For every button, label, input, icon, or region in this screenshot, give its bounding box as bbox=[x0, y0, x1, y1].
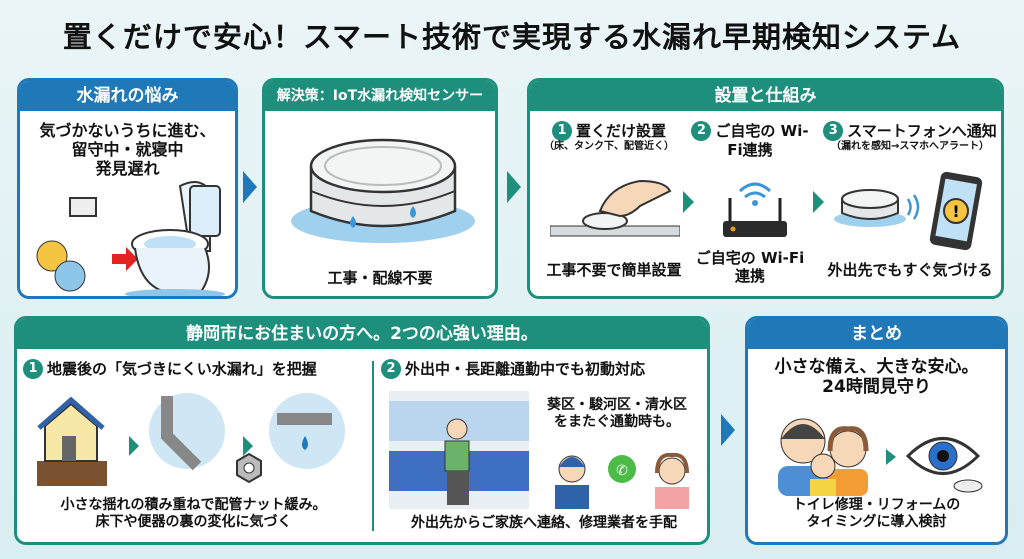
caption-line: トイレ修理・リフォームの bbox=[792, 497, 961, 513]
problem-panel: 水漏れの悩み 気づかないうちに進む、 留守中・就寝中 発見遅れ bbox=[17, 78, 238, 299]
step-title: スマートフォンへ通知 bbox=[847, 122, 997, 140]
toilet-leak-illustration bbox=[36, 181, 225, 296]
summary-panel: まとめ 小さな備え、大きな安心。 24時間見守り トイレ修理・リフォームの タイ… bbox=[745, 316, 1008, 545]
summary-line: 24時間見守り bbox=[822, 377, 931, 398]
step-number: 2 bbox=[691, 121, 712, 141]
problem-line: 気づかないうちに進む、 bbox=[39, 121, 216, 140]
reason-title: 外出中・長距離通勤中でも初動対応 bbox=[405, 360, 646, 378]
step-subtitle: （床、タンク下、配管近く） bbox=[544, 141, 674, 152]
svg-text:✆: ✆ bbox=[616, 463, 628, 479]
step-number: 1 bbox=[551, 121, 572, 141]
problem-line: 発見遅れ bbox=[95, 159, 160, 179]
note-line: 葵区・駿河区・清水区 bbox=[547, 397, 687, 413]
problem-header: 水漏れの悩み bbox=[20, 81, 235, 111]
svg-text:!: ! bbox=[952, 202, 959, 221]
wifi-router-icon bbox=[723, 182, 787, 237]
reason-number: 2 bbox=[381, 359, 401, 379]
reason-title: 地震後の「気づきにくい水漏れ」を把握 bbox=[47, 360, 317, 378]
setup-header: 設置と仕組み bbox=[530, 81, 1001, 111]
sensor-phone-alert-illustration: ! bbox=[834, 171, 983, 251]
caption-line: 小さな揺れの積み重ねで配管ナット緩み。 bbox=[60, 497, 327, 513]
step-number: 3 bbox=[823, 121, 844, 141]
summary-line: 小さな備え、大きな安心。 bbox=[774, 357, 979, 377]
family-eye-illustration bbox=[778, 418, 983, 496]
train-commuter-illustration bbox=[389, 391, 529, 509]
step-arrow-icon bbox=[813, 191, 824, 213]
page-title: 置くだけで安心！スマート技術で実現する水漏れ早期検知システム bbox=[62, 20, 962, 54]
solution-caption: 工事・配線不要 bbox=[327, 269, 433, 287]
step-arrow-icon bbox=[683, 191, 694, 213]
step-title: 置くだけ設置 bbox=[575, 122, 666, 140]
summary-text: 小さな備え、大きな安心。 24時間見守り bbox=[748, 357, 1005, 398]
step-subtitle: （漏れを感知→スマホへアラート） bbox=[830, 141, 990, 152]
flow-arrow-icon bbox=[507, 171, 521, 203]
step-3-caption: 外出先でもすぐ気づける bbox=[827, 261, 993, 279]
reason-1-caption: 小さな揺れの積み重ねで配管ナット緩み。 床下や便器の裏の変化に気づく bbox=[21, 497, 366, 531]
step-1-caption: 工事不要で簡単設置 bbox=[546, 261, 682, 279]
flow-arrow-icon bbox=[243, 171, 257, 203]
reasons-header: 静岡市にお住まいの方へ。2つの心強い理由。 bbox=[17, 319, 707, 349]
divider bbox=[372, 361, 374, 531]
problem-line: 留守中・就寝中 bbox=[71, 140, 184, 160]
reason-number: 1 bbox=[23, 359, 43, 379]
earthquake-pipe-illustration bbox=[37, 393, 345, 486]
reason-2-caption: 外出先からご家族へ連絡、修理業者を手配 bbox=[411, 515, 677, 531]
flow-arrow-icon bbox=[721, 414, 735, 446]
solution-panel: 解決策：IoT水漏れ検知センサー 工事・配線不要 bbox=[262, 78, 498, 299]
problem-text: 気づかないうちに進む、 留守中・就寝中 発見遅れ bbox=[20, 121, 235, 179]
step-title: ご自宅の Wi-Fi連携 bbox=[715, 122, 809, 159]
caption-line: タイミングに導入検討 bbox=[806, 513, 947, 530]
note-line: をまたぐ通勤時も。 bbox=[554, 413, 680, 430]
hand-placing-sensor-illustration bbox=[550, 179, 680, 237]
summary-header: まとめ bbox=[748, 319, 1005, 349]
step-2-caption: ご自宅の Wi-Fi連携 bbox=[695, 249, 805, 285]
commute-note: 葵区・駿河区・清水区 をまたぐ通勤時も。 bbox=[532, 397, 702, 431]
solution-header: 解決策：IoT水漏れ検知センサー bbox=[265, 81, 495, 111]
sensor-illustration bbox=[291, 138, 475, 243]
contact-people-illustration: ✆ bbox=[555, 452, 689, 509]
summary-caption: トイレ修理・リフォームの タイミングに導入検討 bbox=[748, 497, 1005, 531]
caption-line: 床下や便器の裏の変化に気づく bbox=[95, 513, 292, 530]
